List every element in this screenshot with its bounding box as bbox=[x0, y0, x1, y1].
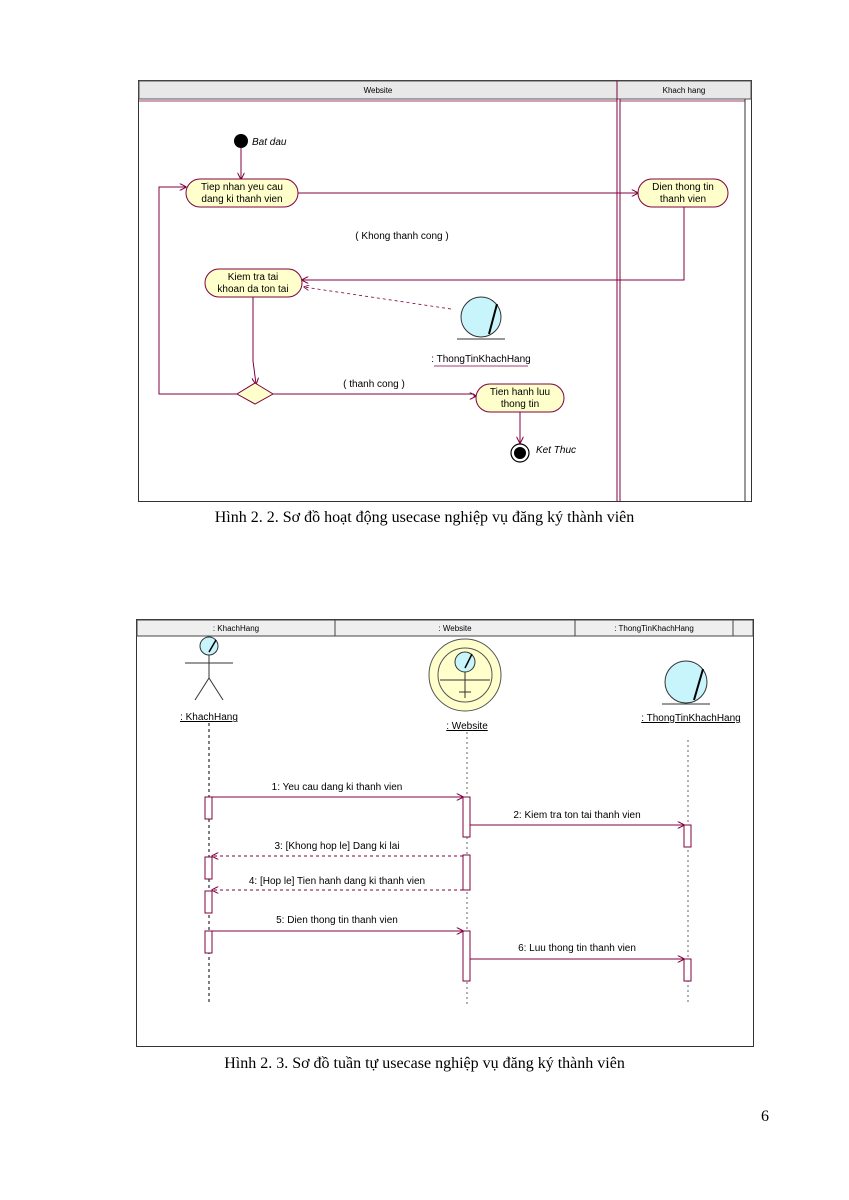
lifeline-header-bar bbox=[136, 619, 754, 637]
sequence-diagram-canvas: : KhachHang : Website : ThongTinKhachHan… bbox=[136, 619, 754, 1005]
message-3: 3: [Khong hop le] Dang ki lai bbox=[274, 841, 399, 852]
activity-diagram: Website Khach hang Bat dau Tiep nhan yeu… bbox=[138, 80, 752, 502]
lifeline-thongtinkhachhang-label: : ThongTinKhachHang bbox=[641, 713, 741, 724]
page-number: 6 bbox=[761, 1108, 769, 1125]
entity-object-icon bbox=[662, 660, 710, 705]
start-label: Bat dau bbox=[252, 137, 287, 148]
action-receive-request-line1: Tiep nhan yeu cau bbox=[201, 182, 283, 193]
actor-icon bbox=[185, 636, 233, 701]
entity-object bbox=[457, 296, 505, 340]
action-save-line1: Tien hanh luu bbox=[490, 387, 550, 398]
figure-caption-1: Hình 2. 2. Sơ đồ hoạt động usecase nghiệ… bbox=[214, 509, 635, 526]
activity-diagram-canvas: Website Khach hang Bat dau Tiep nhan yeu… bbox=[138, 80, 752, 501]
lifeline-website-label: : Website bbox=[446, 721, 488, 732]
message-2: 2: Kiem tra ton tai thanh vien bbox=[513, 810, 640, 821]
end-label: Ket Thuc bbox=[536, 445, 576, 456]
action-fill-info bbox=[637, 178, 729, 208]
swimlane-header-bar bbox=[138, 80, 752, 100]
decision-node bbox=[236, 382, 274, 405]
lifeline-khachhang-label: : KhachHang bbox=[180, 712, 238, 723]
figure-caption-2: Hình 2. 3. Sơ đồ tuần tự usecase nghiệp … bbox=[224, 1055, 625, 1072]
swimlane-khach-hang: Khach hang bbox=[663, 86, 706, 95]
sequence-diagram: : KhachHang : Website : ThongTinKhachHan… bbox=[136, 619, 754, 1047]
entity-object-label: : ThongTinKhachHang bbox=[431, 354, 531, 365]
guard-fail: ( Khong thanh cong ) bbox=[355, 231, 448, 242]
message-1: 1: Yeu cau dang ki thanh vien bbox=[272, 782, 403, 793]
start-node bbox=[234, 134, 248, 148]
message-5: 5: Dien thong tin thanh vien bbox=[276, 915, 398, 926]
action-check-account-line2: khoan da ton tai bbox=[217, 284, 288, 295]
action-save-line2: thong tin bbox=[501, 399, 539, 410]
swimlane-website: Website bbox=[364, 86, 393, 95]
guard-success: ( thanh cong ) bbox=[343, 379, 405, 390]
action-receive-request-line2: dang ki thanh vien bbox=[201, 194, 282, 205]
header-thongtinkhachhang: : ThongTinKhachHang bbox=[614, 624, 694, 633]
action-fill-info-line1: Dien thong tin bbox=[652, 182, 714, 193]
action-check-account-line1: Kiem tra tai bbox=[228, 272, 279, 283]
message-4: 4: [Hop le] Tien hanh dang ki thanh vien bbox=[249, 876, 425, 887]
action-fill-info-line2: thanh vien bbox=[660, 194, 706, 205]
header-khachhang: : KhachHang bbox=[213, 624, 259, 633]
message-6: 6: Luu thong tin thanh vien bbox=[518, 943, 636, 954]
boundary-object-icon bbox=[428, 638, 502, 712]
header-website: : Website bbox=[438, 624, 472, 633]
